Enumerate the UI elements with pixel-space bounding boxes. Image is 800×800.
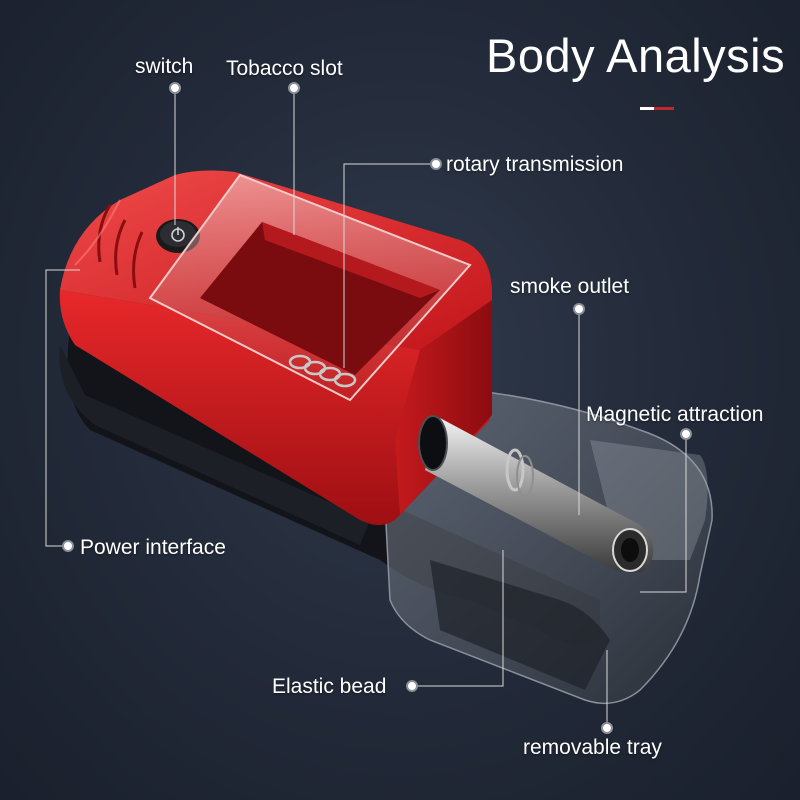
pointer-dots — [62, 82, 692, 734]
label-smoke-outlet: smoke outlet — [510, 275, 630, 298]
label-switch: switch — [135, 55, 194, 78]
switch-pointer-dot — [169, 82, 181, 94]
page-title: Body Analysis — [486, 29, 786, 82]
tobacco-slot-pointer-dot — [288, 82, 300, 94]
steel-tube — [418, 415, 654, 574]
title-accent-red — [654, 107, 674, 110]
smoke-outlet-pointer-dot — [573, 303, 585, 315]
rotary-transmission-pointer-dot — [430, 158, 442, 170]
power-interface-pointer-dot — [62, 540, 74, 552]
label-magnetic-attraction: Magnetic attraction — [586, 403, 764, 426]
elastic-bead-pointer-dot — [406, 680, 418, 692]
tobacco-hopper — [148, 173, 472, 402]
removable-tray-pointer-dot — [601, 722, 613, 734]
label-rotary-transmission: rotary transmission — [446, 153, 624, 176]
label-power-interface: Power interface — [80, 536, 226, 559]
rotary-rollers — [288, 354, 357, 388]
title-accent-white — [640, 107, 654, 110]
label-elastic-bead: Elastic bead — [272, 675, 387, 698]
label-removable-tray: removable tray — [523, 736, 662, 759]
magnetic-attraction-pointer-dot — [680, 428, 692, 440]
label-tobacco-slot: Tobacco slot — [226, 57, 343, 80]
pointer-lines — [45, 88, 687, 728]
